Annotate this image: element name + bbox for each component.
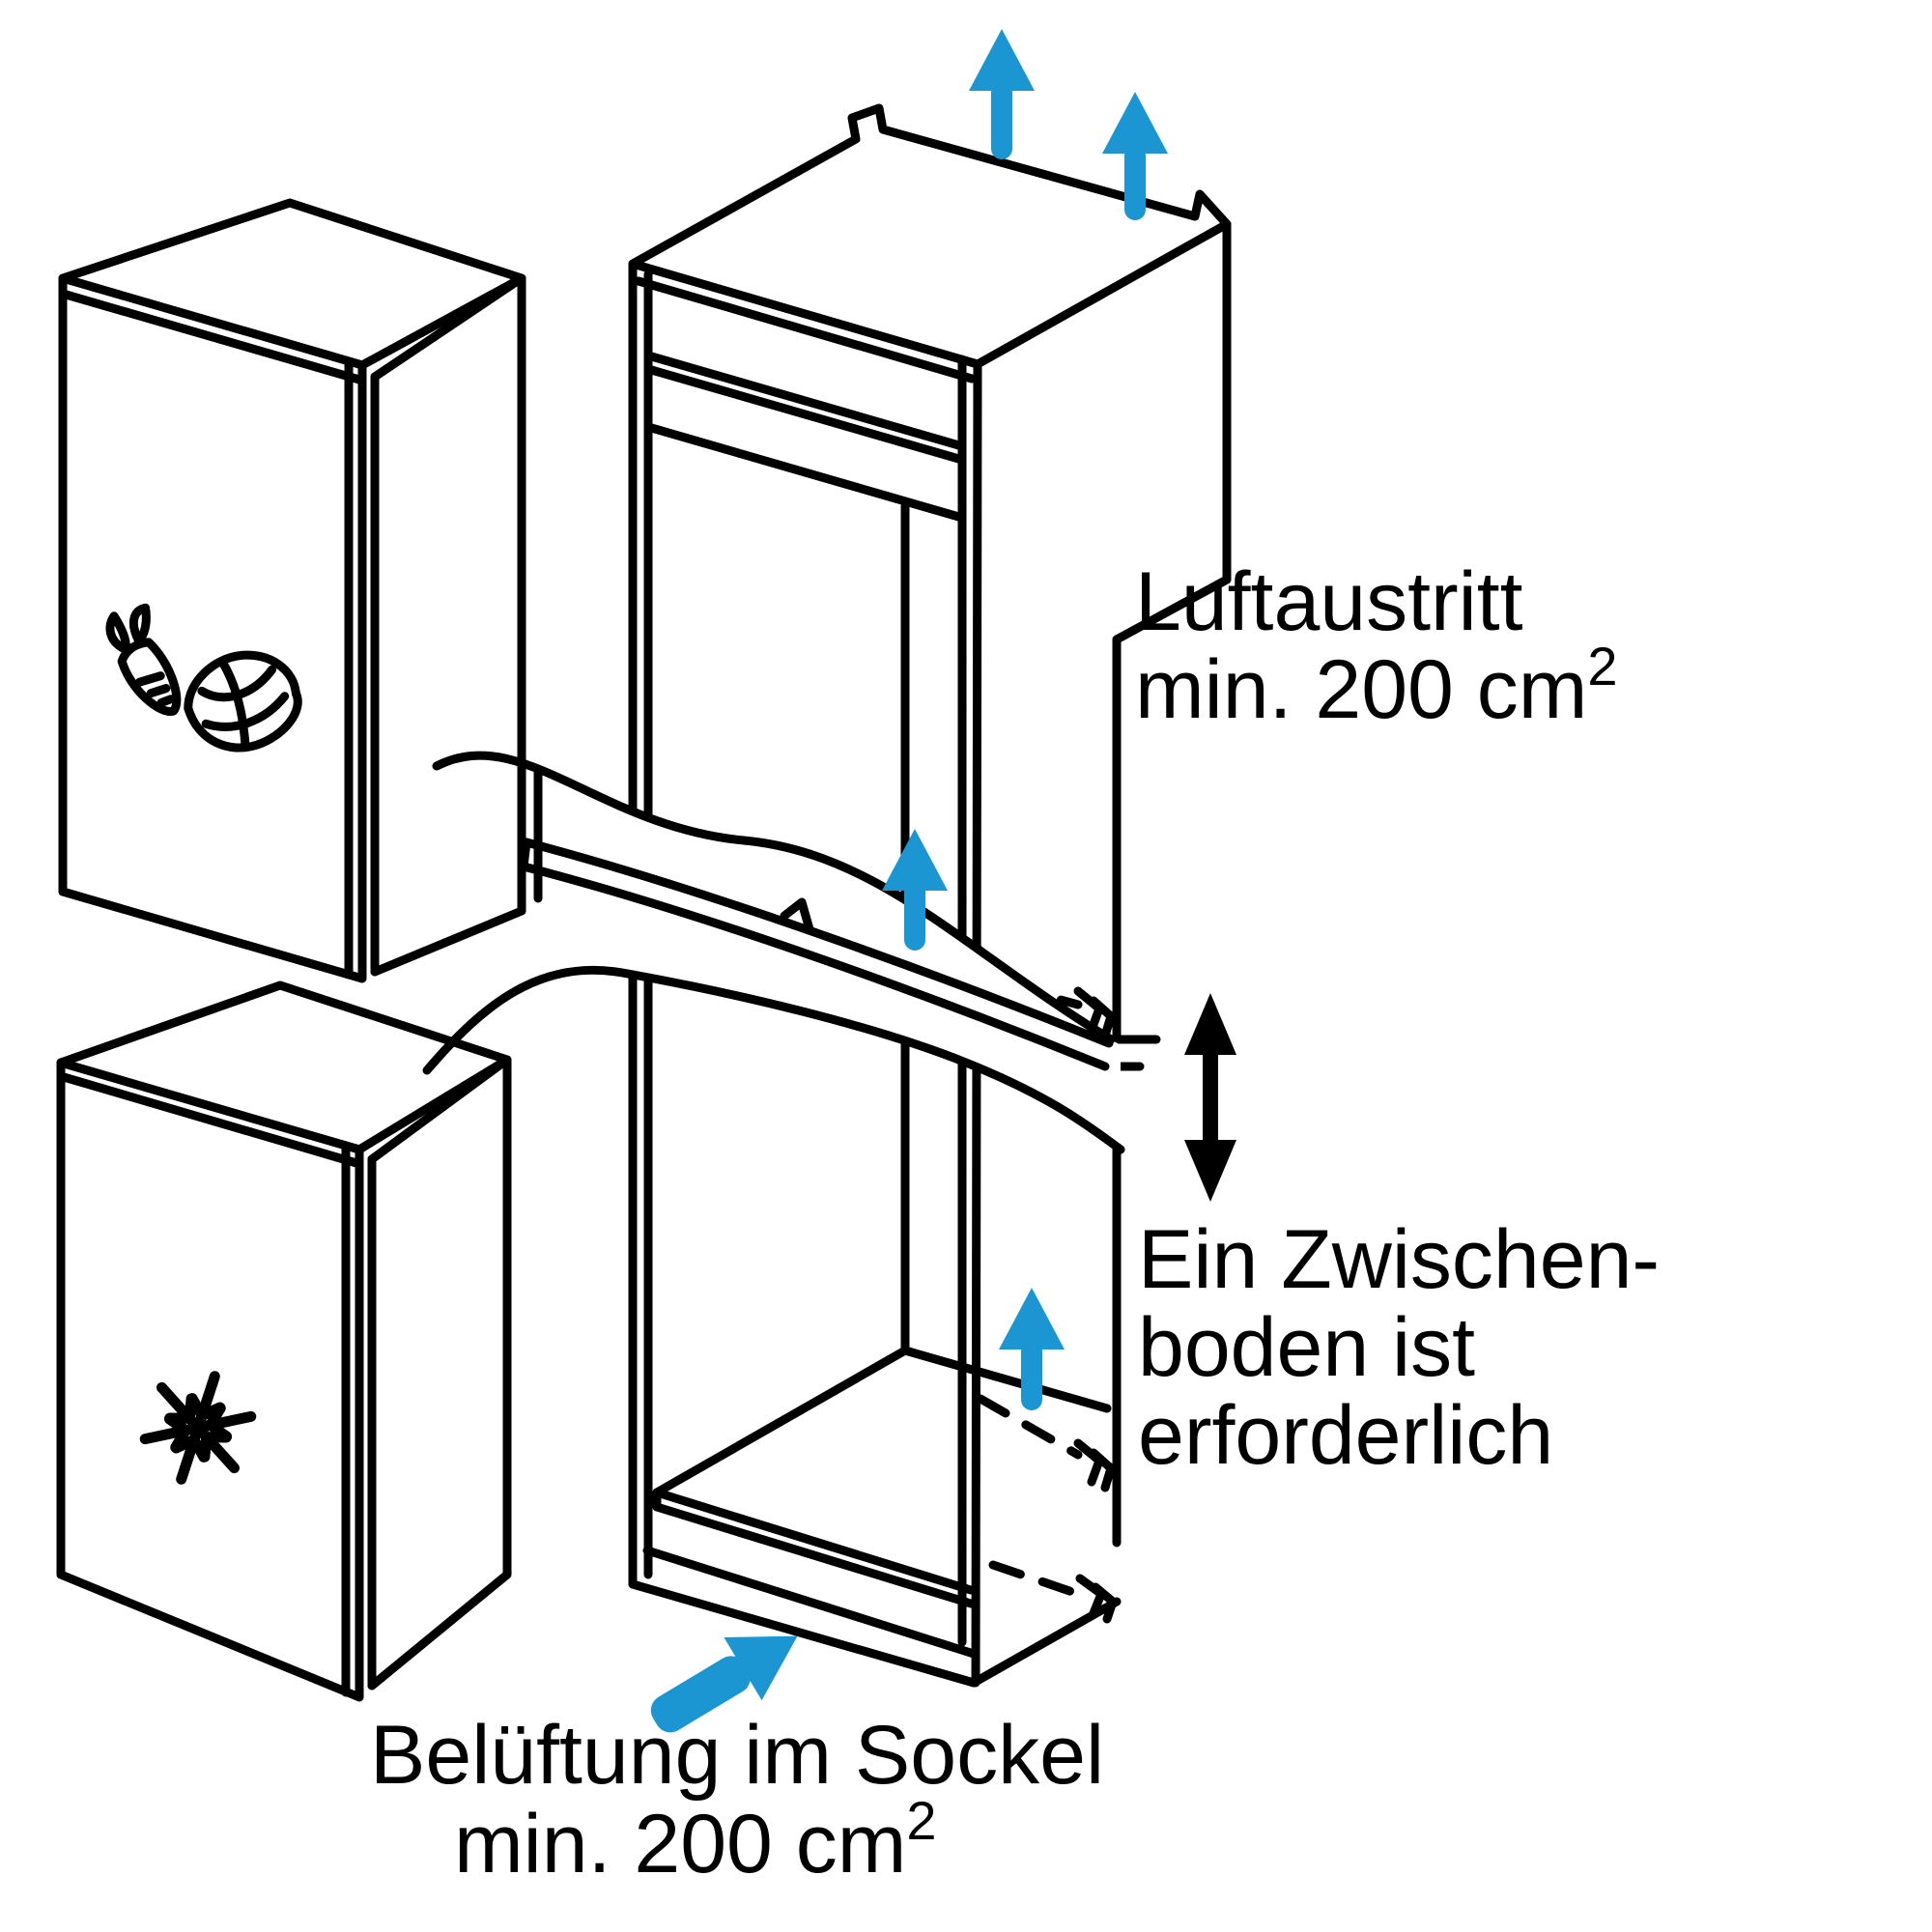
intermediate-shelf-label: Ein Zwischen- boden ist erforderlich [1138,1216,1660,1480]
fridge-side-face [370,273,526,977]
air-outlet-arrow-left-icon [969,29,1035,159]
airflow-arrows [650,29,1168,1733]
air-outlet-label-line2: min. 200 cm2 [1135,636,1618,736]
shelf-height-double-arrow-icon [1184,993,1236,1202]
fridge-unit [58,198,526,983]
intermediate-shelf-label-line1: Ein Zwischen- [1138,1213,1661,1306]
base-ventilation-label-line2: min. 200 cm2 [454,1790,937,1890]
freezer-side-face [367,1055,512,1690]
cabinet-base-rail [628,1546,979,1688]
base-ventilation-label-line1: Belüftung im Sockel [370,1709,1105,1802]
base-air-inlet-arrow-icon [650,1635,798,1733]
upper-compartment-airflow-arrow-icon [882,829,948,951]
air-outlet-arrow-right-icon [1102,92,1168,220]
air-outlet-label: Luftaustritt min. 200 cm2 [1135,558,1618,743]
shelf-break-wave-bottom [422,965,1125,1154]
intermediate-shelf-label-line3: erforderlich [1138,1389,1554,1482]
lower-compartment-airflow-arrow-icon [999,1288,1065,1410]
air-outlet-label-line1: Luftaustritt [1135,555,1523,648]
fridge-door [58,273,367,983]
cabbage-icon [184,650,302,753]
freezer-top-face [56,980,512,1154]
cabinet-top-face [628,103,1232,369]
cabinet-floor [652,1346,1112,1608]
freezer-door [56,1058,364,1702]
cabinet-top-rail [643,351,967,523]
superscript: 2 [906,1790,937,1851]
intermediate-shelf-band [422,751,1125,1154]
freezer-unit [56,980,512,1702]
superscript: 2 [1587,636,1618,696]
fridge-top-face [58,198,526,370]
hidden-edge-dashed-lines-lower [976,1394,1083,1599]
intermediate-shelf-label-line2: boden ist [1138,1301,1476,1394]
carrot-icon [105,603,182,716]
snowflake-icon [139,1371,257,1485]
